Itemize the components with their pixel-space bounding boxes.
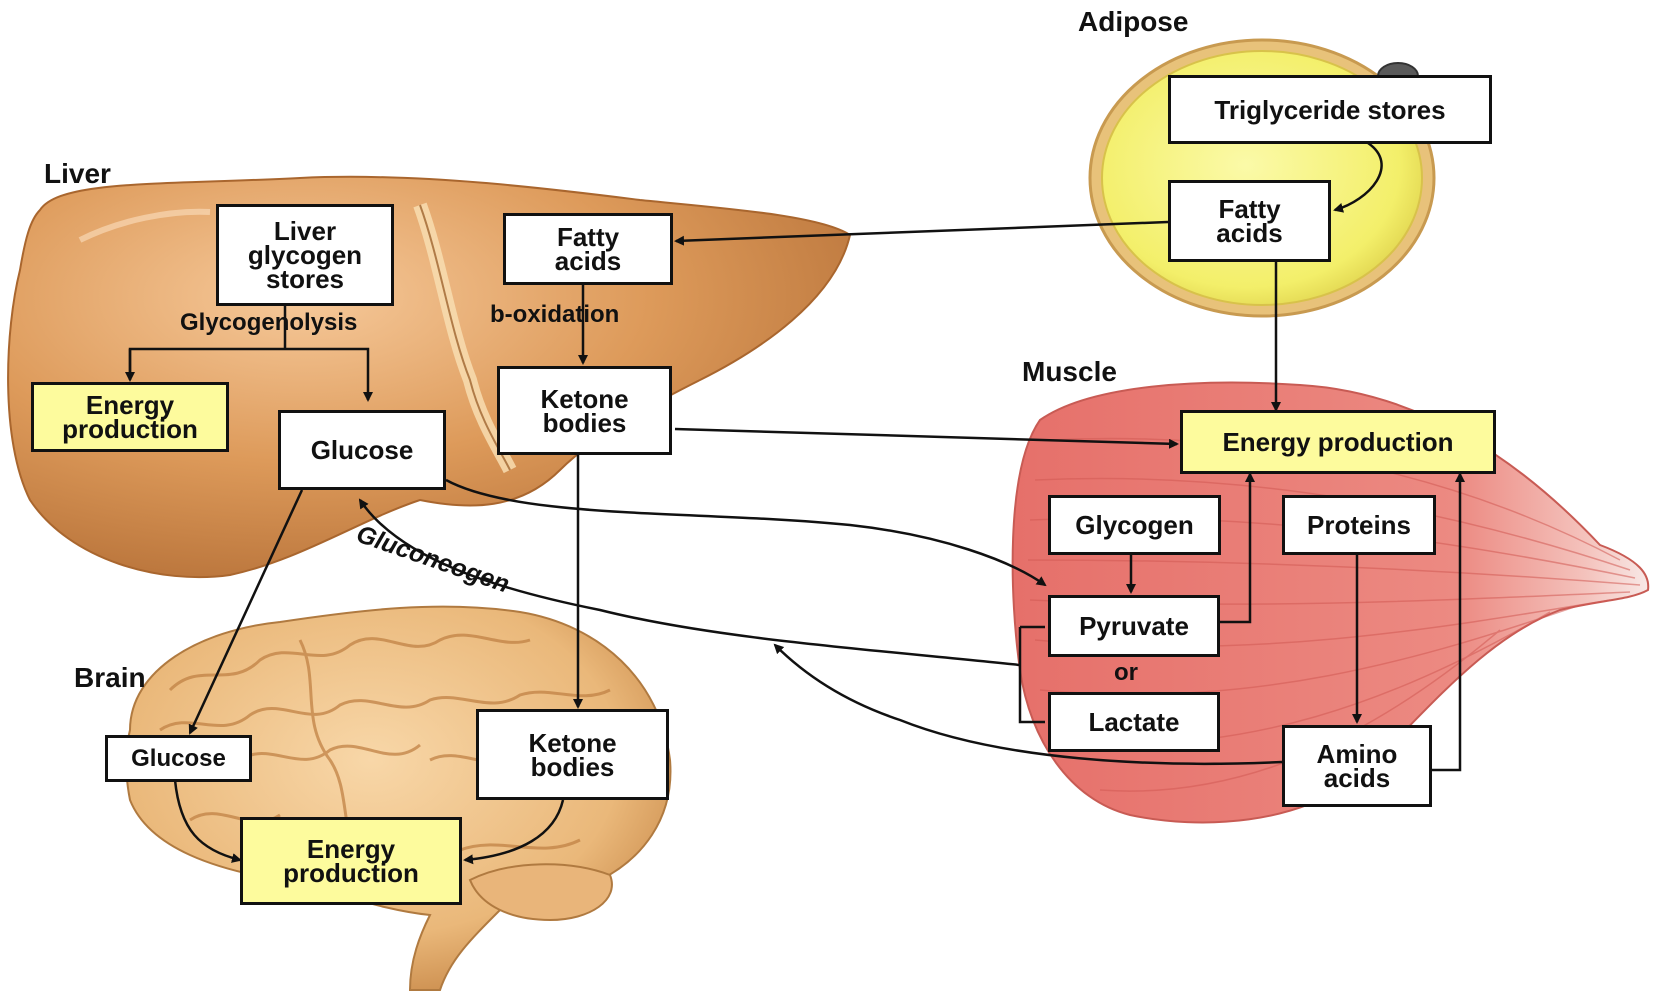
arrow-glucose-to-brain bbox=[190, 490, 302, 733]
arrow-ketone-to-muscle bbox=[675, 429, 1177, 444]
arrow-triglyceride-to-fa bbox=[1335, 143, 1382, 210]
brain-energy-production-box: Energy production bbox=[240, 817, 462, 905]
arrow-brain-glucose-to-energy bbox=[175, 780, 240, 860]
organ-title-muscle: Muscle bbox=[1022, 356, 1117, 388]
arrow-amino-to-energy bbox=[1432, 474, 1460, 770]
organ-title-liver: Liver bbox=[44, 158, 111, 190]
triglyceride-stores-box: Triglyceride stores bbox=[1168, 75, 1492, 144]
organ-title-brain: Brain bbox=[74, 662, 146, 694]
arrow-adipose-fa-to-liver bbox=[676, 222, 1168, 241]
liver-energy-production-box: Energy production bbox=[31, 382, 229, 452]
liver-fatty-acids-box: Fatty acids bbox=[503, 213, 673, 285]
brain-glucose-box: Glucose bbox=[105, 735, 252, 782]
liver-glycogen-stores-box: Liver glycogen stores bbox=[216, 204, 394, 306]
muscle-lactate-box: Lactate bbox=[1048, 692, 1220, 752]
adipose-fatty-acids-box: Fatty acids bbox=[1168, 180, 1331, 262]
muscle-pyruvate-box: Pyruvate bbox=[1048, 595, 1220, 657]
glycogenolysis-label: Glycogenolysis bbox=[180, 309, 357, 337]
arrow-pyruvate-to-energy bbox=[1220, 474, 1250, 622]
arrow-brain-ketone-to-energy bbox=[465, 800, 563, 860]
muscle-proteins-box: Proteins bbox=[1282, 495, 1436, 555]
liver-glucose-box: Glucose bbox=[278, 410, 446, 490]
muscle-glycogen-box: Glycogen bbox=[1048, 495, 1221, 555]
muscle-energy-production-box: Energy production bbox=[1180, 410, 1496, 474]
arrow-glucose-to-pyruvate bbox=[446, 480, 1045, 585]
or-label: or bbox=[1114, 659, 1138, 687]
b-oxidation-label: b-oxidation bbox=[490, 301, 619, 329]
brain-ketone-bodies-box: Ketone bodies bbox=[476, 709, 669, 800]
organ-title-adipose: Adipose bbox=[1078, 6, 1188, 38]
liver-ketone-bodies-box: Ketone bodies bbox=[497, 366, 672, 455]
muscle-amino-acids-box: Amino acids bbox=[1282, 725, 1432, 807]
